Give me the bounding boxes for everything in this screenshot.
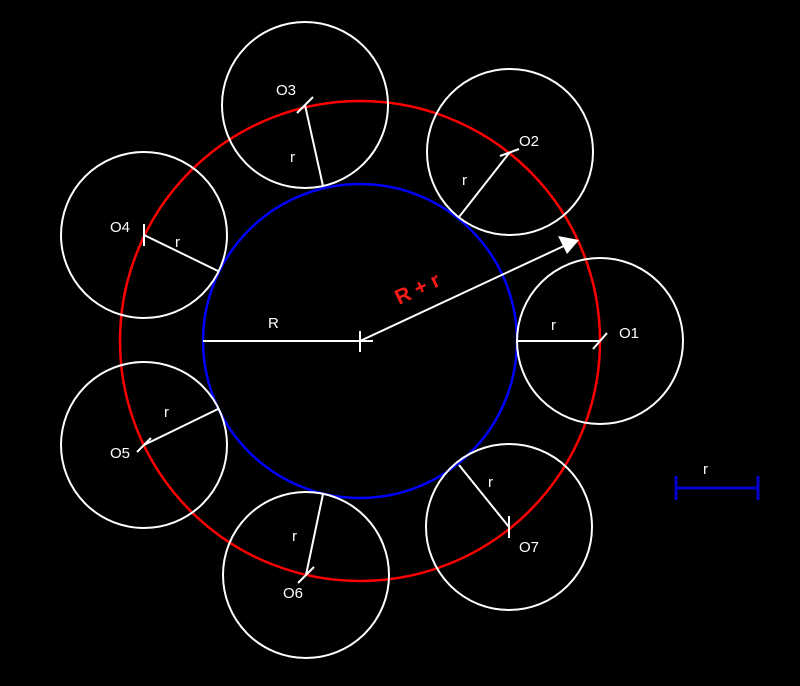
sum-radius-arrowhead bbox=[558, 236, 579, 254]
center-tick-o2 bbox=[499, 148, 520, 157]
label-r-o1: r bbox=[551, 317, 556, 334]
label-o1: O1 bbox=[619, 325, 639, 342]
center-tick-o1 bbox=[592, 332, 608, 350]
radius-r-o5 bbox=[143, 408, 219, 446]
center-tick-o5 bbox=[136, 437, 152, 453]
label-o2: O2 bbox=[519, 133, 539, 150]
center-tick-o3 bbox=[296, 96, 314, 114]
label-o3: O3 bbox=[276, 82, 296, 99]
circle-o6 bbox=[222, 491, 390, 659]
label-r-o6: r bbox=[292, 528, 297, 545]
label-r-o3: r bbox=[290, 149, 295, 166]
label-o7: O7 bbox=[519, 539, 539, 556]
radius-r-o7 bbox=[458, 464, 510, 528]
center-tick-o6 bbox=[297, 566, 315, 584]
circle-o5 bbox=[60, 361, 228, 529]
label-scale-bar: r bbox=[703, 461, 708, 478]
label-o6: O6 bbox=[283, 585, 303, 602]
circle-o3 bbox=[221, 21, 389, 189]
label-r-o2: r bbox=[462, 172, 467, 189]
label-big-radius: R bbox=[268, 315, 279, 332]
label-r-o7: r bbox=[488, 474, 493, 491]
circle-o7 bbox=[425, 443, 593, 611]
sum-radius-arrow-line bbox=[359, 244, 567, 342]
label-r-o4: r bbox=[175, 234, 180, 251]
radius-r-o6 bbox=[305, 493, 324, 576]
circle-o4 bbox=[60, 151, 228, 319]
radius-r-o3 bbox=[304, 104, 324, 187]
label-r-o5: r bbox=[164, 404, 169, 421]
circle-o2 bbox=[426, 68, 594, 236]
radius-r-o4 bbox=[143, 234, 219, 272]
label-sum-radius: R + r bbox=[391, 269, 444, 310]
radius-r-o2 bbox=[458, 151, 511, 218]
label-o4: O4 bbox=[110, 219, 130, 236]
label-o5: O5 bbox=[110, 445, 130, 462]
